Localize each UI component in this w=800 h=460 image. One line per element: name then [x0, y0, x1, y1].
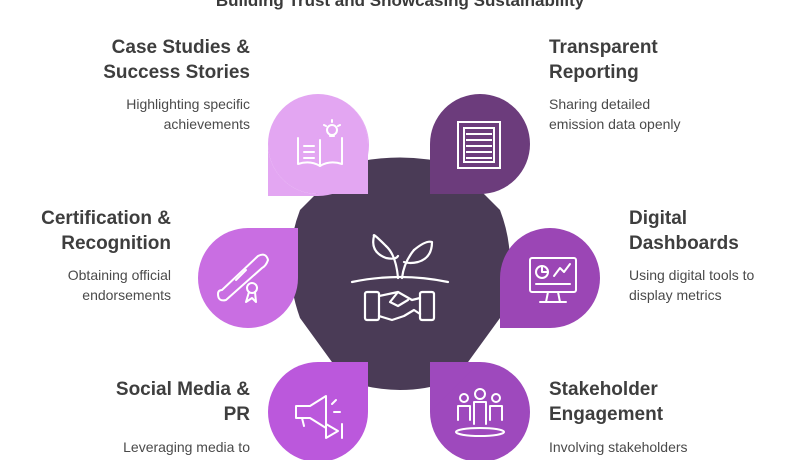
megaphone-icon [295, 395, 343, 439]
transparent-reporting-description: Sharing detailed emission data openly [549, 94, 681, 134]
certification-description: Obtaining official endorsements [68, 265, 171, 305]
transparent-reporting-title-line-2: Reporting [549, 62, 639, 83]
certification-title-line-1: Certification & [41, 208, 171, 229]
stakeholder-description: Involving stakeholders [549, 437, 688, 457]
social-media-title: Social Media & PR [116, 377, 250, 427]
petal-social-media [268, 362, 368, 460]
transparent-reporting-title-line-1: Transparent [549, 37, 658, 58]
digital-dashboards-description: Using digital tools to display metrics [629, 265, 754, 305]
case-studies-desc-line-1: Highlighting specific [126, 96, 250, 112]
stakeholder-title: Stakeholder Engagement [549, 377, 663, 427]
digital-dashboards-title: Digital Dashboards [629, 206, 739, 256]
document-report-icon [457, 121, 501, 169]
case-studies-title: Case Studies & Success Stories [103, 35, 250, 85]
book-lightbulb-icon [297, 119, 343, 167]
page-title: Building Trust and Showcasing Sustainabi… [215, 0, 585, 10]
social-media-description: Leveraging media to [123, 437, 250, 457]
stakeholder-desc-line-1: Involving stakeholders [549, 439, 688, 455]
certification-desc-line-1: Obtaining official [67, 267, 171, 283]
petal-case-studies [268, 94, 369, 196]
certification-title: Certification & Recognition [41, 206, 171, 256]
social-media-desc-line-1: Leveraging media to [123, 439, 250, 455]
digital-dashboards-title-line-2: Dashboards [629, 233, 739, 254]
diploma-scroll-icon [217, 253, 269, 303]
case-studies-desc-line-2: achievements [163, 116, 250, 132]
petal-digital-dashboards [500, 228, 600, 328]
transparent-reporting-desc-line-2: emission data openly [549, 116, 681, 132]
certification-desc-line-2: endorsements [82, 287, 171, 303]
center-hexagon [290, 157, 510, 390]
social-media-title-line-1: Social Media & [115, 379, 250, 400]
transparent-reporting-desc-line-1: Sharing detailed [549, 96, 651, 112]
group-people-icon [455, 388, 505, 437]
stakeholder-title-line-1: Stakeholder [549, 379, 658, 400]
social-media-title-line-2: PR [223, 404, 250, 425]
petal-certification [198, 228, 298, 328]
case-studies-title-line-2: Success Stories [103, 62, 250, 83]
digital-dashboards-title-line-1: Digital [629, 208, 688, 229]
certification-title-line-2: Recognition [61, 233, 171, 254]
digital-dashboards-desc-line-1: Using digital tools to [629, 267, 755, 283]
stakeholder-title-line-2: Engagement [549, 404, 664, 425]
petal-transparent-reporting [430, 94, 530, 194]
transparent-reporting-title: Transparent Reporting [549, 35, 658, 85]
case-studies-title-line-1: Case Studies & [111, 37, 250, 58]
digital-dashboards-desc-line-2: display metrics [629, 287, 722, 303]
monitor-chart-icon [529, 257, 577, 303]
handshake-sprout-icon [350, 234, 450, 322]
petal-stakeholder [430, 362, 530, 460]
case-studies-description: Highlighting specific achievements [126, 94, 250, 134]
